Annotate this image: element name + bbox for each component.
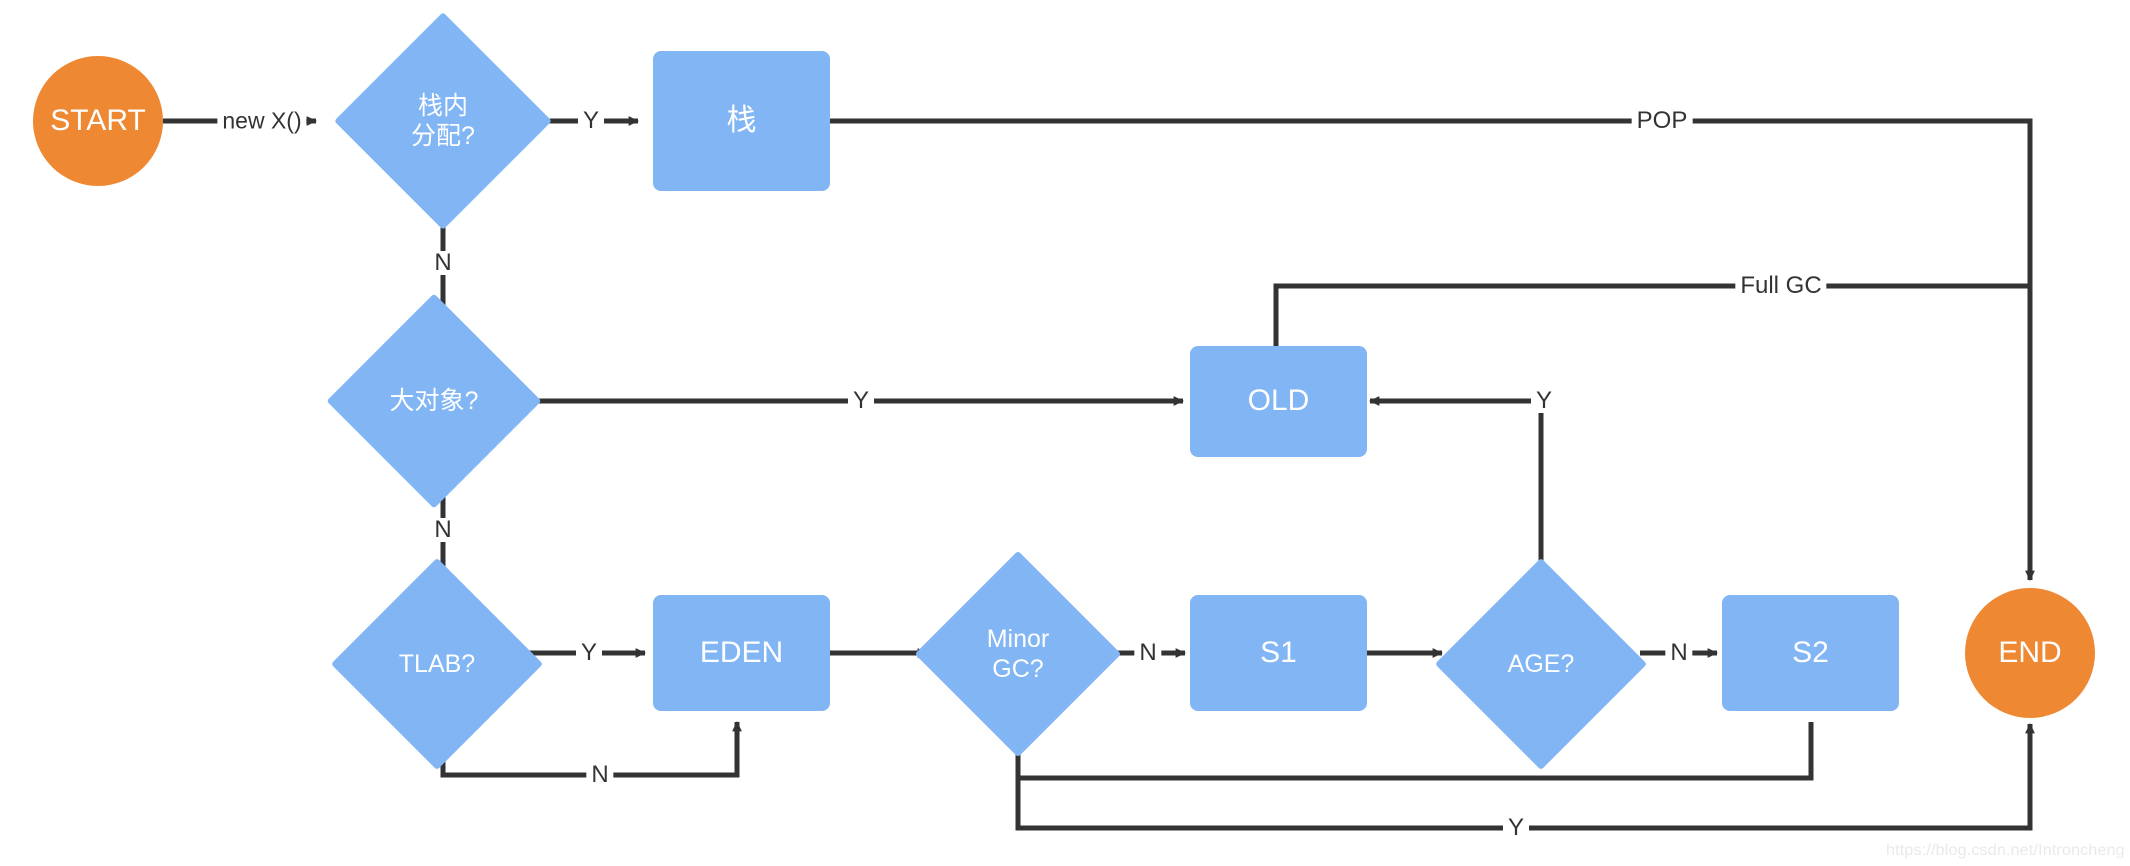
edge-label-stackalloc-no: N [429, 251, 457, 275]
edge-label-new-x: new X() [217, 109, 307, 133]
node-s2-label: S2 [1792, 635, 1829, 669]
edge-label-age-yes: Y [1530, 389, 1558, 413]
edge-stack-to-end-pop [830, 118, 2035, 582]
node-s2[interactable]: S2 [1722, 595, 1899, 711]
edge-label-stackalloc-yes: Y [577, 109, 605, 133]
node-age-decision[interactable]: AGE? [1434, 557, 1648, 771]
node-s1-label: S1 [1260, 635, 1297, 669]
edge-age-to-old-y [1368, 396, 1544, 590]
edge-label-minorgc-yes: Y [1502, 816, 1530, 840]
node-eden-label: EDEN [699, 635, 784, 669]
edge-label-full-gc: Full GC [1735, 274, 1827, 298]
node-tlab-label: TLAB? [398, 649, 476, 678]
node-stack-allocation-decision[interactable]: 栈内 分配? [334, 12, 552, 230]
edge-old-to-end-fullgc [1273, 283, 2030, 352]
node-big-object-label: 大对象? [389, 386, 479, 415]
edge-label-tlab-yes: Y [575, 641, 603, 665]
node-start-label: START [50, 103, 146, 137]
node-old-label: OLD [1247, 384, 1310, 418]
node-start[interactable]: START [33, 56, 163, 186]
node-s1[interactable]: S1 [1190, 595, 1367, 711]
node-tlab-decision[interactable]: TLAB? [330, 557, 544, 771]
node-eden[interactable]: EDEN [653, 595, 830, 711]
edge-label-pop: POP [1631, 109, 1693, 133]
edge-label-age-no: N [1665, 641, 1693, 665]
node-minor-gc-label: Minor GC? [986, 624, 1050, 684]
edge-label-bigobj-no: N [429, 518, 457, 542]
node-stack-allocation-label: 栈内 分配? [411, 91, 475, 151]
node-old[interactable]: OLD [1190, 346, 1367, 457]
edge-label-bigobj-yes: Y [847, 389, 875, 413]
node-stack[interactable]: 栈 [653, 51, 830, 191]
edge-label-minorgc-no: N [1134, 641, 1162, 665]
node-big-object-decision[interactable]: 大对象? [326, 293, 542, 509]
watermark: https://blog.csdn.net/Introncheng [1886, 842, 2125, 859]
edge-label-tlab-no: N [586, 763, 614, 787]
node-end-label: END [1998, 635, 2062, 669]
node-minor-gc-decision[interactable]: Minor GC? [914, 550, 1122, 758]
node-age-label: AGE? [1507, 649, 1575, 678]
node-stack-label: 栈 [726, 103, 757, 137]
node-end[interactable]: END [1965, 588, 2095, 718]
edge-s2-to-minorgc [1013, 722, 1814, 781]
